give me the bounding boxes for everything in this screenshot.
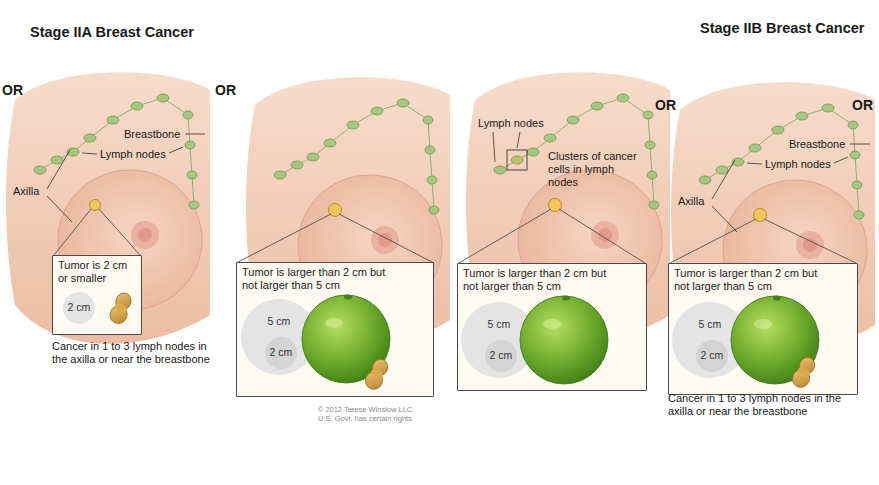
size-circle: 2 cm: [265, 337, 297, 369]
part-label: Lymph nodes: [100, 148, 166, 161]
part-label-holder: Lymph nodes: [100, 148, 166, 161]
callout-box: Tumor is larger than 2 cm but not larger…: [236, 262, 434, 397]
or-label-holder: OR: [215, 82, 236, 99]
or-label-holder: OR: [2, 82, 23, 99]
note: Cancer in 1 to 3 lymph nodes in the axil…: [52, 340, 217, 366]
stage-heading: Stage IIA Breast Cancer: [30, 24, 194, 41]
part-label: Breastbone: [124, 128, 180, 141]
label-leader: [47, 132, 870, 232]
part-label: Axilla: [13, 185, 39, 198]
size-circle: 2 cm: [485, 340, 517, 372]
stage-heading-holder: Stage IIA Breast Cancer: [30, 24, 194, 41]
stage-heading: Stage IIB Breast Cancer: [700, 20, 864, 37]
note-holder: Cancer in 1 to 3 lymph nodes in the axil…: [668, 392, 868, 418]
size-label: 5 cm: [241, 315, 317, 328]
or-label: OR: [2, 82, 23, 99]
part-label: Lymph nodes: [765, 158, 831, 171]
note-holder: Cancer in 1 to 3 lymph nodes in the axil…: [52, 340, 217, 366]
part-label-holder: Lymph nodes: [478, 117, 544, 130]
callout-text: Tumor is larger than 2 cm but not larger…: [237, 263, 397, 292]
size-disc: [696, 340, 728, 372]
tumor: [90, 199, 767, 222]
or-label-holder: OR: [852, 97, 873, 114]
peanut: [108, 291, 135, 326]
size-disc: [63, 292, 95, 324]
size-disc: [485, 340, 517, 372]
callout-text: Tumor is larger than 2 cm but not larger…: [669, 264, 829, 293]
part-label: Clusters of cancer cells in lymph nodes: [548, 150, 638, 190]
size-circle: 5 cm 2 cm: [461, 302, 537, 378]
stage-heading-holder: Stage IIB Breast Cancer: [700, 20, 864, 37]
or-label: OR: [655, 97, 676, 114]
size-label: 2 cm: [63, 301, 95, 314]
highlight-square: [507, 150, 527, 170]
part-label-holder: Lymph nodes: [765, 158, 831, 171]
size-circle: 2 cm: [63, 292, 95, 324]
size-label: 5 cm: [672, 318, 748, 331]
lime: [520, 296, 608, 385]
or-label: OR: [215, 82, 236, 99]
copyright: U.S. Govt. has certain rights: [290, 414, 440, 423]
size-circle: 5 cm 2 cm: [672, 302, 748, 378]
or-label: OR: [852, 97, 873, 114]
part-label-holder: Axilla: [678, 195, 704, 208]
part-label: Breastbone: [789, 138, 845, 151]
size-label: 2 cm: [485, 349, 517, 362]
copyright-holder: © 2012 Terese Winslow LLC: [290, 405, 440, 414]
size-circle: 2 cm: [696, 340, 728, 372]
part-label-holder: Clusters of cancer cells in lymph nodes: [548, 150, 638, 190]
callout-box: Tumor is larger than 2 cm but not larger…: [668, 263, 858, 395]
note: Cancer in 1 to 3 lymph nodes in the axil…: [668, 392, 868, 418]
part-label: Axilla: [678, 195, 704, 208]
part-label-holder: Axilla: [13, 185, 39, 198]
lime: [302, 295, 390, 384]
peanut: [790, 354, 819, 390]
callout-box: Tumor is 2 cm or smaller 2 cm: [52, 255, 142, 335]
size-disc: [265, 337, 297, 369]
or-label-holder: OR: [655, 97, 676, 114]
part-label: Lymph nodes: [478, 117, 544, 130]
size-label: 2 cm: [265, 346, 297, 359]
size-label: 5 cm: [461, 318, 537, 331]
size-label: 2 cm: [696, 349, 728, 362]
size-circle: 5 cm 2 cm: [241, 299, 317, 375]
copyright: © 2012 Terese Winslow LLC: [290, 405, 440, 414]
callout-text: Tumor is larger than 2 cm but not larger…: [458, 264, 618, 293]
callout-leader: [54, 209, 856, 263]
peanut: [363, 356, 392, 392]
lime: [731, 296, 819, 385]
callout-text: Tumor is 2 cm or smaller: [53, 256, 141, 285]
part-label-holder: Breastbone: [789, 138, 845, 151]
callout-box: Tumor is larger than 2 cm but not larger…: [457, 263, 647, 391]
copyright-holder: U.S. Govt. has certain rights: [290, 414, 440, 423]
part-label-holder: Breastbone: [124, 128, 180, 141]
breast-drawing: [6, 72, 210, 344]
cancer-cells: [513, 157, 523, 165]
